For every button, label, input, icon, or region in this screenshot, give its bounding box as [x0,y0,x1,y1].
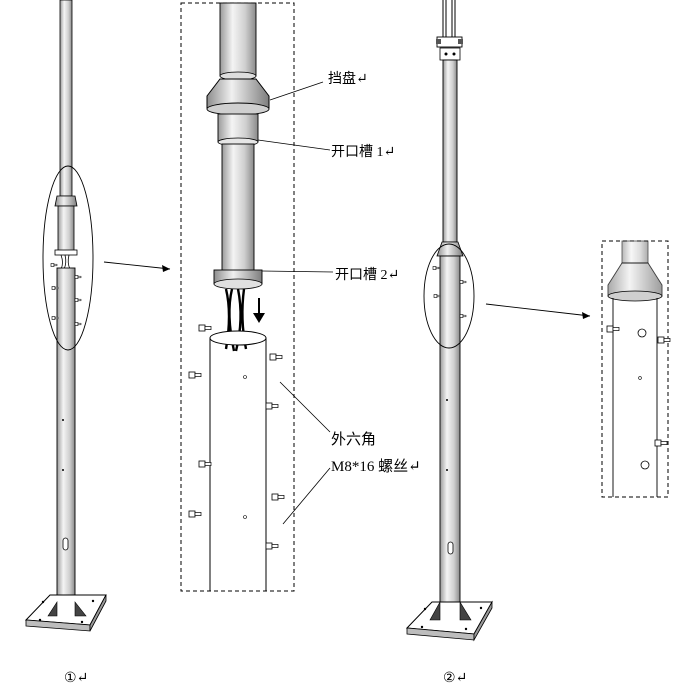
left-pole [24,0,107,632]
step-1-label: ①↵ [64,671,88,686]
label-slot-1: 开口槽 1↵ [331,144,395,160]
label-slot-2: 开口槽 2↵ [335,267,399,283]
label-hex-line2: M8*16 螺丝↵ [331,458,421,475]
detail-arrow-2 [485,303,591,319]
detail-box-1 [180,2,334,592]
label-hex-line1: 外六角 [331,431,376,448]
detail-box-2 [601,240,671,498]
detail-arrow-1 [103,261,171,272]
right-pole [405,0,493,642]
step-2-label: ②↵ [443,671,467,686]
label-baffle-disc: 挡盘↵ [328,70,368,87]
